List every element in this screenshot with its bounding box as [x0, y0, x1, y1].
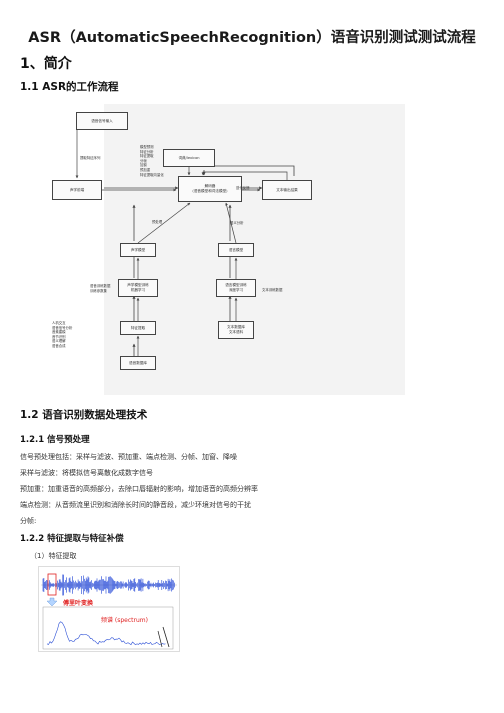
node-decoder: 解码器 (语音模型和词法模型) — [178, 176, 242, 202]
node-preprocess: 声学前端 — [52, 180, 102, 200]
section-heading-intro: 1、简介 — [20, 56, 72, 72]
label-spectrum: 频谱 (spectrum) — [101, 617, 148, 624]
list-item-feature-extract: （1）特征提取 — [30, 552, 77, 560]
label-prob: 语义分析 — [230, 221, 244, 225]
spectrum-illustration: 傅里叶变换 频谱 (spectrum) — [38, 566, 180, 652]
node-acoustic-model: 声学模型 — [120, 243, 156, 257]
label-fft: 傅里叶变换 — [63, 600, 94, 607]
label-train-db: 语音训练数据 训练参数集 — [90, 284, 111, 293]
node-language-train: 语言模型训练 深度学习 — [216, 279, 256, 297]
node-dictionary: 词典/lexicon — [163, 149, 215, 167]
down-arrow-icon — [46, 597, 58, 607]
label-predict: 预处理 — [152, 220, 163, 224]
diagram-connectors — [104, 165, 295, 366]
subsection-heading-signal-preprocess: 1.2.1 信号预处理 — [20, 435, 90, 445]
node-result: 文本输出结果 — [262, 180, 312, 200]
label-feedback: 迭代反馈 — [236, 186, 250, 190]
node-text-db: 文本数据库 文本语料 — [218, 321, 254, 339]
frame-highlight — [47, 573, 57, 596]
paragraph-line: 信号预处理包括：采样与滤波、预加重、端点检测、分帧、加窗、降噪 — [20, 453, 237, 461]
paragraph-line: 分帧: — [20, 517, 37, 525]
label-left-list: 人机交互 语音信号分析 音素建模 音节识别 语义理解 语音合成 — [52, 321, 73, 348]
subsection-heading-data-processing: 1.2 语音识别数据处理技术 — [20, 409, 148, 421]
label-signal: 提取特征序列 — [80, 156, 101, 160]
node-voice-input: 语音信号输入 — [76, 112, 128, 130]
paragraph-line: 预加重：加重语音的高频部分，去除口唇辐射的影响，增加语音的高频分辨率 — [20, 485, 258, 493]
label-steps: 模型预测 特征分析 特征提取 分帧 加窗 预加重 特征提取向量化 — [140, 145, 164, 177]
node-language-model: 语言模型 — [218, 243, 254, 257]
node-acoustic-train: 声学模型训练 机器学习 — [118, 279, 158, 297]
node-feature-extract: 特征提取 — [120, 321, 156, 335]
subsection-heading-feature: 1.2.2 特征提取与特征补偿 — [20, 534, 124, 544]
waveform-graphic — [41, 573, 177, 650]
paragraph-line: 端点检测：从音频流里识别和消除长时间的静音段，减少环境对信号的干扰 — [20, 501, 251, 509]
node-speech-db: 语音数据库 — [120, 356, 156, 370]
label-text-train: 文本训练数据 — [262, 288, 283, 292]
paragraph-line: 采样与滤波：将模拟信号离散化成数字信号 — [20, 469, 153, 477]
subsection-heading-asr-flow: 1.1 ASR的工作流程 — [20, 81, 119, 93]
document-title: ASR（AutomaticSpeechRecognition）语音识别测试测试流… — [28, 30, 476, 46]
